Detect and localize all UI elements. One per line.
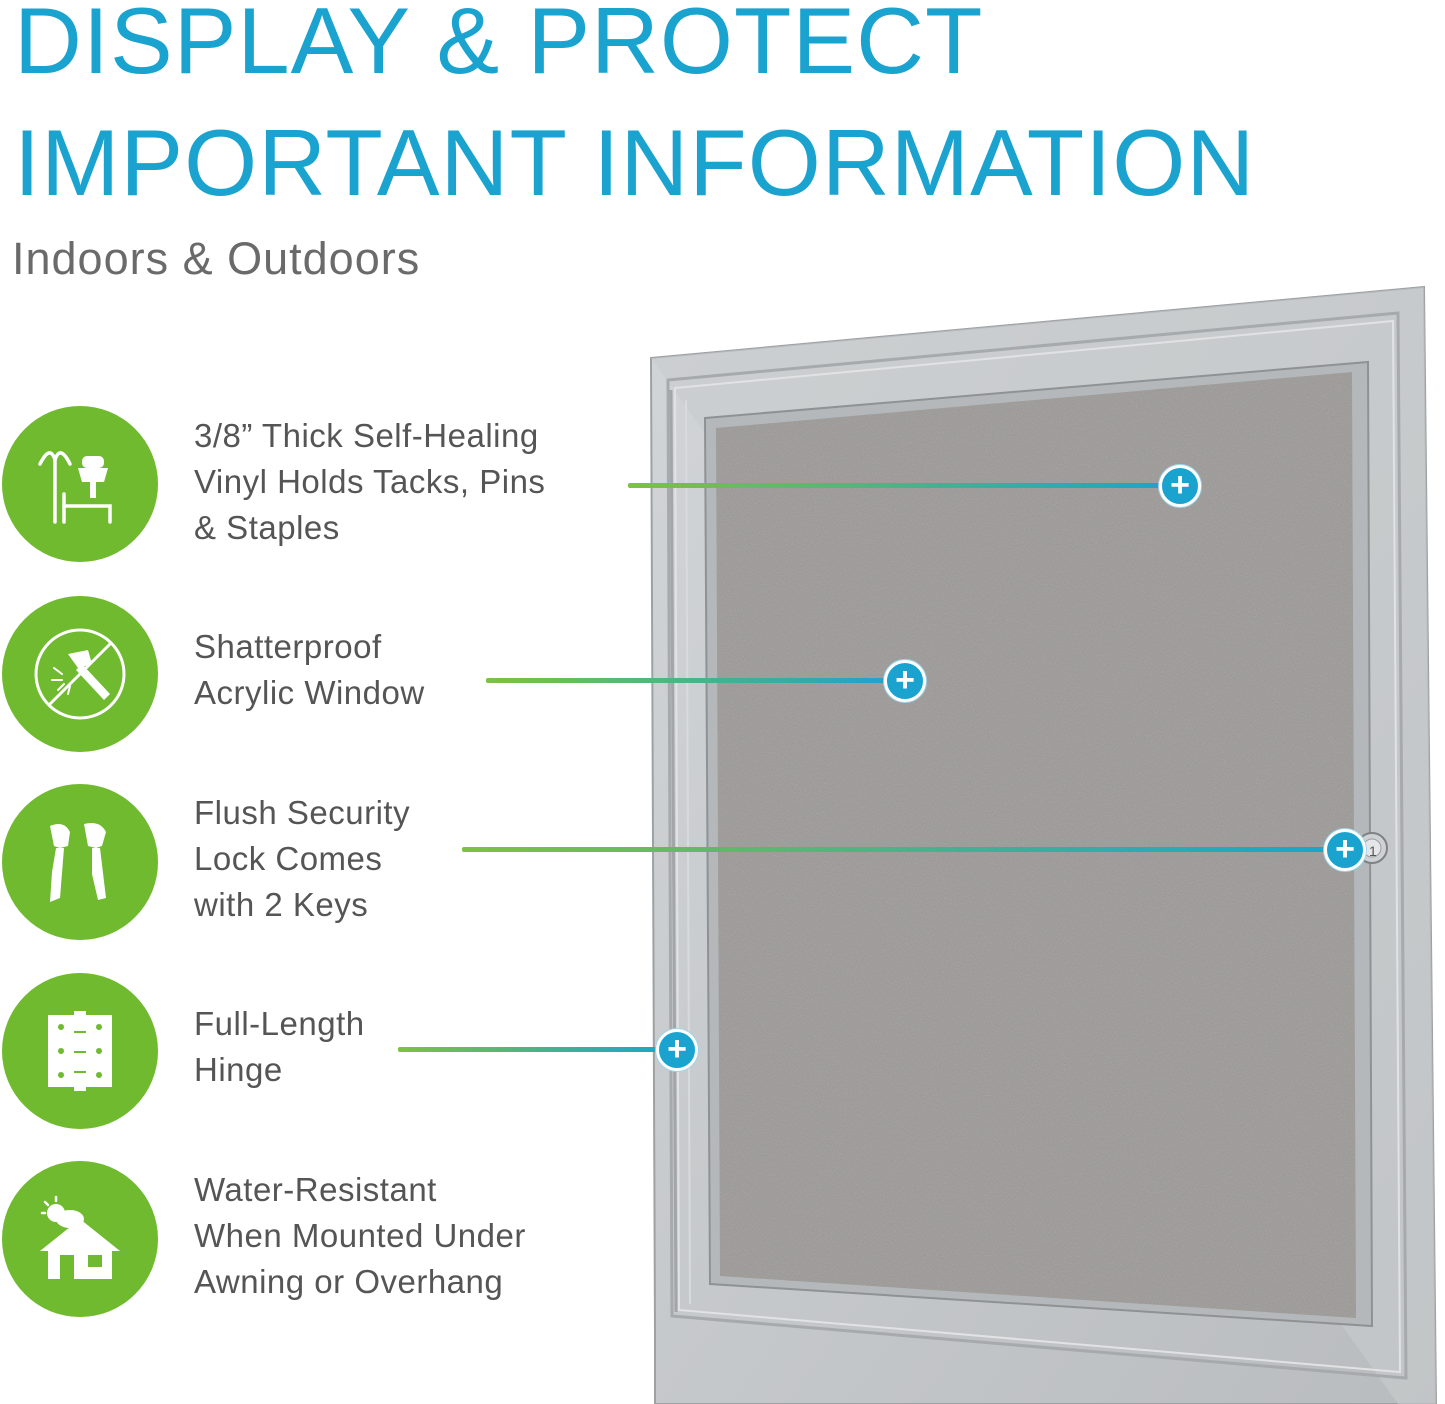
callout-line-lock [462, 847, 1344, 852]
headline-line-2: IMPORTANT INFORMATION [14, 110, 1256, 215]
callout-line-vinyl [628, 483, 1180, 488]
feature-text-full-length-hinge: Full-Length Hinge [194, 1005, 365, 1088]
callout-plus-vinyl[interactable]: + [1159, 465, 1201, 507]
callout-plus-lock[interactable]: + [1324, 829, 1366, 871]
house-weather-icon [2, 1161, 158, 1317]
no-hammer-icon [2, 596, 158, 752]
keys-icon [2, 784, 158, 940]
callout-line-hinge [398, 1047, 676, 1052]
feature-text-shatterproof-window: Shatterproof Acrylic Window [194, 628, 425, 711]
subtitle: Indoors & Outdoors [12, 233, 421, 284]
lock-key-number: 1 [1369, 843, 1377, 859]
pushpin-icon [2, 406, 158, 562]
callout-line-acrylic [486, 678, 904, 683]
board-fabric-panel [716, 372, 1356, 1318]
feature-text-security-lock: Flush Security Lock Comes with 2 Keys [194, 794, 411, 923]
feature-text-water-resistant: Water-Resistant When Mounted Under Awnin… [194, 1171, 526, 1300]
hinge-icon [2, 973, 158, 1129]
callout-plus-acrylic[interactable]: + [884, 660, 926, 702]
callout-plus-hinge[interactable]: + [656, 1029, 698, 1071]
feature-text-self-healing-vinyl: 3/8” Thick Self-Healing Vinyl Holds Tack… [194, 417, 546, 546]
headline-line-1: DISPLAY & PROTECT [14, 0, 984, 93]
